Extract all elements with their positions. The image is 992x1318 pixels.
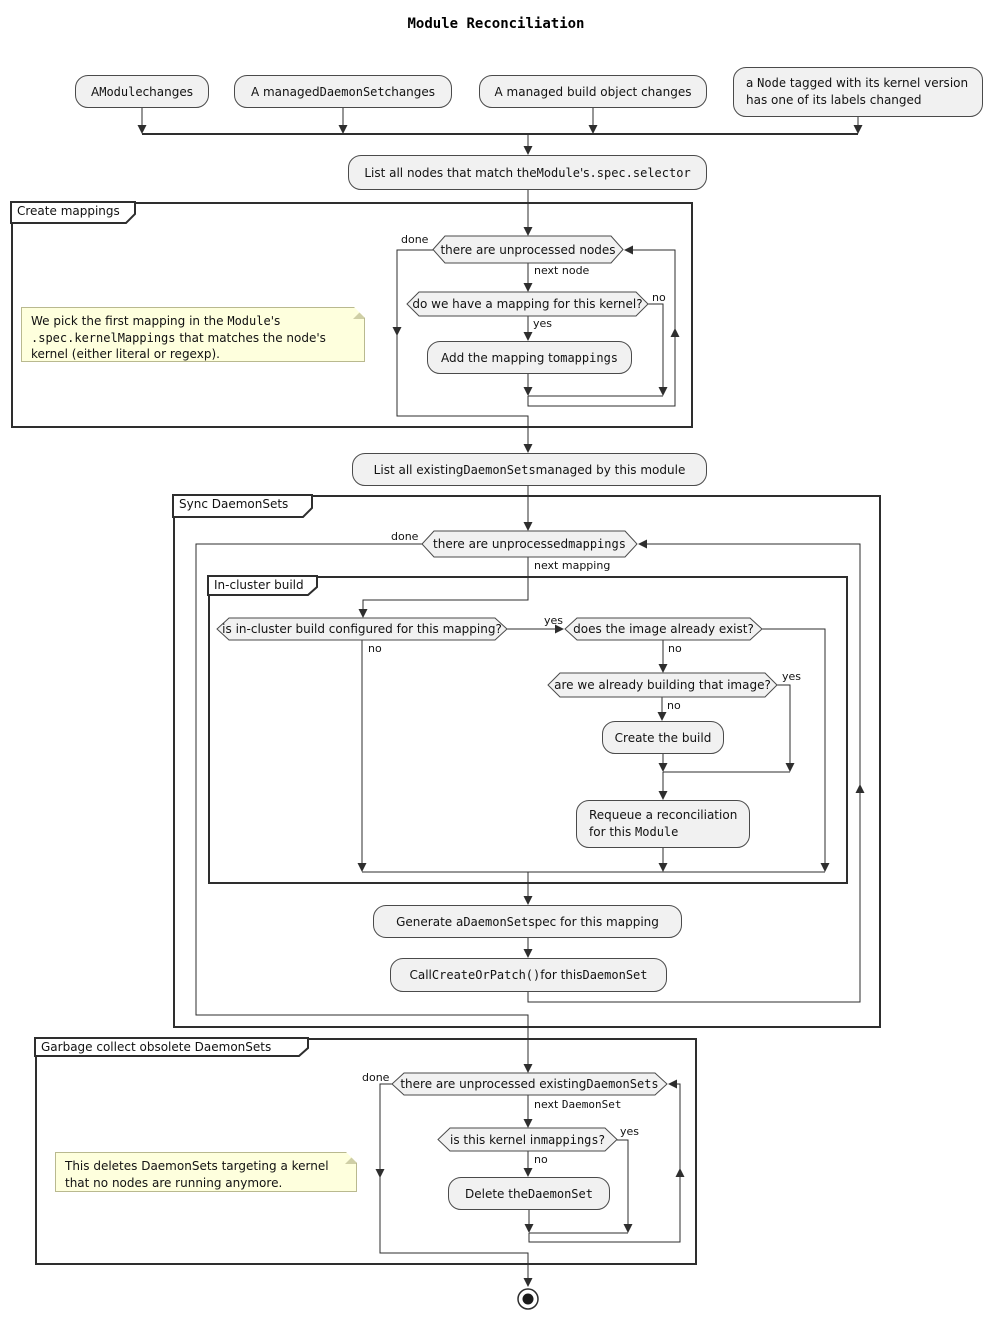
note-pick-mapping-line2: .spec.kernelMappings that matches the no… [31, 330, 326, 345]
decision-kernel-in-mappings: is this kernel in mappings? [450, 1132, 605, 1147]
decision-unprocessed-nodes: there are unprocessed nodes [440, 242, 616, 257]
start-event-module-changes: A Module changes [75, 75, 209, 108]
edge-label-yes-kernel-in-mappings: yes [620, 1125, 640, 1138]
activity-requeue-line1: Requeue a reconciliation [589, 807, 738, 822]
decision-already-building: are we already building that image? [554, 678, 771, 692]
diagram-title: Module Reconciliation [407, 16, 585, 32]
edge-label-yes-already-building: yes [782, 670, 802, 683]
note-pick-mapping-line1: We pick the first mapping in the Module'… [31, 314, 281, 328]
decision-unprocessed-mappings: there are unprocessed mappings [433, 537, 626, 551]
edge-label-next-daemonset: next DaemonSet [534, 1098, 622, 1111]
edge-label-done-daemonsets: done [362, 1071, 390, 1084]
edge-label-yes-in-cluster: yes [544, 614, 564, 627]
edge-label-yes-have-mapping: yes [533, 317, 553, 330]
activity-list-matching-nodes: List all nodes that match the Module's .… [348, 155, 707, 190]
final-node-outer-circle [517, 1288, 539, 1310]
edge-label-no-in-cluster: no [368, 642, 382, 655]
decision-unprocessed-daemonsets: there are unprocessed existing DaemonSet… [400, 1077, 659, 1091]
partition-label-garbage-collect: Garbage collect obsolete DaemonSets [41, 1040, 272, 1054]
partition-create-mappings [11, 202, 693, 428]
final-node-inner-circle [522, 1293, 534, 1305]
decision-have-mapping: do we have a mapping for this kernel? [412, 297, 643, 311]
decision-image-exists: does the image already exist? [573, 622, 754, 636]
decision-in-cluster-configured: is in-cluster build configured for this … [222, 622, 502, 636]
edge-label-next-mapping: next mapping [534, 559, 611, 572]
note-garbage-collect-line1: This deletes DaemonSets targeting a kern… [65, 1159, 329, 1173]
edge-label-done-nodes: done [401, 233, 429, 246]
start-event-node-label-changed: a Node tagged with its kernel version ha… [733, 67, 983, 117]
note-pick-mapping-line3: kernel (either literal or regexp). [31, 347, 220, 362]
edge-label-no-image-exists: no [668, 642, 682, 655]
partition-label-sync-daemonsets: Sync DaemonSets [179, 497, 289, 511]
activity-call-create-or-patch: Call CreateOrPatch() for this DaemonSet [390, 958, 667, 992]
edge-label-no-have-mapping: no [652, 291, 666, 304]
note-garbage-collect-line2: that no nodes are running anymore. [65, 1175, 283, 1190]
activity-list-existing-daemonsets: List all existing DaemonSets managed by … [352, 453, 707, 486]
partition-label-create-mappings: Create mappings [17, 204, 120, 218]
start-event-node-label-line2: has one of its labels changed [746, 93, 922, 107]
activity-add-mapping: Add the mapping to mappings [427, 341, 632, 374]
final-node [517, 1288, 539, 1310]
activity-requeue-reconciliation: Requeue a reconciliation for this Module [576, 800, 750, 848]
edge-label-next-node: next node [534, 264, 590, 277]
note-pick-mapping: We pick the first mapping in the Module'… [21, 307, 365, 362]
start-event-node-label-line1: a Node tagged with its kernel version [746, 75, 969, 90]
edge-label-no-already-building: no [667, 699, 681, 712]
activity-create-build: Create the build [602, 721, 724, 754]
edge-label-no-kernel-in-mappings: no [534, 1153, 548, 1166]
note-garbage-collect: This deletes DaemonSets targeting a kern… [55, 1152, 357, 1192]
activity-delete-daemonset: Delete the DaemonSet [448, 1177, 610, 1210]
activity-generate-daemonset-spec: Generate a DaemonSet spec for this mappi… [373, 905, 682, 938]
partition-label-in-cluster-build: In-cluster build [214, 578, 304, 592]
start-event-build-object-changes: A managed build object changes [479, 75, 707, 108]
edge-label-done-mappings: done [391, 530, 419, 543]
activity-requeue-line2: for this Module [589, 825, 679, 839]
start-event-daemonset-changes: A managed DaemonSet changes [234, 75, 452, 108]
